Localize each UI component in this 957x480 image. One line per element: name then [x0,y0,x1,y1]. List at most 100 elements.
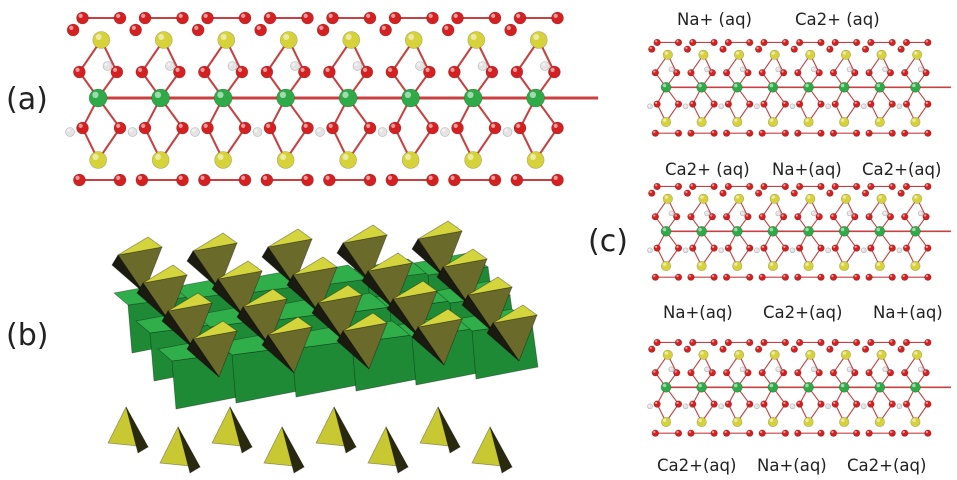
calcium-atom-highlight [698,383,702,388]
silicon-atom-highlight [662,118,667,122]
silicon-atom [912,49,923,60]
oxygen-atom-highlight [711,40,715,43]
silicon-atom [529,31,548,49]
silicon-atom-highlight [664,51,669,55]
oxygen-atom-highlight [747,274,750,278]
silicon-atom-highlight [841,118,845,122]
oxygen-atom-highlight [854,340,857,343]
oxygen-atom-highlight [688,274,692,278]
oxygen-atom-highlight [747,340,750,343]
ion-label-r3-2: Ca2+(aq) [763,303,843,322]
hydrogen-atom [811,210,817,217]
oxygen-atom-highlight [200,67,205,72]
oxygen-atom-highlight [868,401,872,405]
oxygen-atom-highlight [711,130,715,134]
panel-label-a: (a) [6,82,48,117]
silicon-atom [214,151,232,169]
oxygen-atom-highlight [391,13,396,18]
hydrogen-atom [882,66,888,73]
silicon-atom [840,49,851,60]
oxygen-atom-highlight [690,340,693,343]
oxygen-atom [689,100,697,108]
silicon-atom-highlight [700,51,704,55]
oxygen-atom-highlight [690,184,693,187]
oxygen-atom [653,182,661,191]
oxygen-atom-highlight [833,184,836,187]
oxygen-atom [426,121,439,135]
oxygen-atom-highlight [831,370,834,373]
oxygen-atom [794,69,802,77]
structure-b-polyhedral [107,220,539,474]
oxygen-atom [238,11,252,25]
silicon-atom [154,31,173,49]
oxygen-atom [886,69,895,77]
oxygen-atom [710,338,718,347]
calcium-atom [660,81,672,93]
oxygen-atom [653,38,661,47]
hydrogen-atom [775,66,782,73]
calcium-atom-highlight [805,383,809,388]
oxygen-atom-highlight [827,46,831,50]
oxygen-atom-highlight [653,130,656,134]
oxygen-atom-highlight [75,175,80,180]
oxygen-atom-highlight [726,245,729,249]
oxygen-atom-highlight [866,130,870,134]
oxygen-atom [298,65,311,79]
oxygen-atom-highlight [833,340,836,343]
calcium-atom-highlight [840,383,845,388]
oxygen-atom-highlight [783,184,786,187]
oxygen-atom [238,173,252,187]
oxygen-atom [815,369,823,377]
silicon-atom [276,151,295,169]
hydrogen-atom [682,247,689,254]
calcium-atom [463,88,483,108]
hydrogen-atom [825,103,831,110]
hydrogen-atom-highlight [705,67,708,70]
calcium-atom-highlight [805,227,809,232]
oxygen-atom-highlight [178,123,183,128]
oxygen-atom-highlight [328,123,333,128]
oxygen-atom-highlight [795,214,799,217]
silicon-atom [732,116,743,128]
oxygen-atom [817,100,825,108]
silicon-atom-highlight [878,51,882,55]
oxygen-atom [360,65,374,79]
oxygen-atom [781,244,790,252]
oxygen-atom-highlight [724,214,727,217]
tetrahedron-face [333,406,357,454]
oxygen-atom [888,182,896,191]
oxygen-atom [722,69,731,77]
oxygen-atom [867,244,875,252]
silicon-atom [660,416,672,428]
calcium-atom [696,81,707,93]
oxygen-atom-highlight [795,130,799,134]
oxygen-atom [129,23,142,37]
oxygen-atom-highlight [450,175,455,180]
oxygen-atom-highlight [925,130,929,134]
silicon-atom-highlight [912,418,916,422]
oxygen-atom [865,429,873,437]
oxygen-atom-highlight [783,130,786,134]
calcium-atom-highlight [217,91,224,98]
oxygen-atom [683,345,692,353]
oxygen-atom-highlight [756,346,759,350]
oxygen-atom [674,338,683,347]
silicon-atom-highlight [807,351,811,355]
hydrogen-atom-highlight [883,67,886,70]
oxygen-atom [674,129,683,137]
calcium-atom [874,81,886,93]
oxygen-atom [719,345,727,353]
tetrahedron-face [392,280,439,300]
oxygen-atom-highlight [262,175,268,180]
oxygen-atom-highlight [428,175,433,180]
oxygen-atom-highlight [300,67,305,72]
oxygen-atom [794,213,802,221]
calcium-atom-highlight [698,227,702,232]
oxygen-atom-highlight [241,123,246,128]
oxygen-atom [760,38,768,47]
oxygen-atom-highlight [688,370,692,373]
oxygen-atom-highlight [795,430,799,434]
oxygen-atom [794,273,802,281]
panel-label-b: (b) [6,318,49,353]
ion-label-r4-1: Ca2+(aq) [657,456,737,475]
